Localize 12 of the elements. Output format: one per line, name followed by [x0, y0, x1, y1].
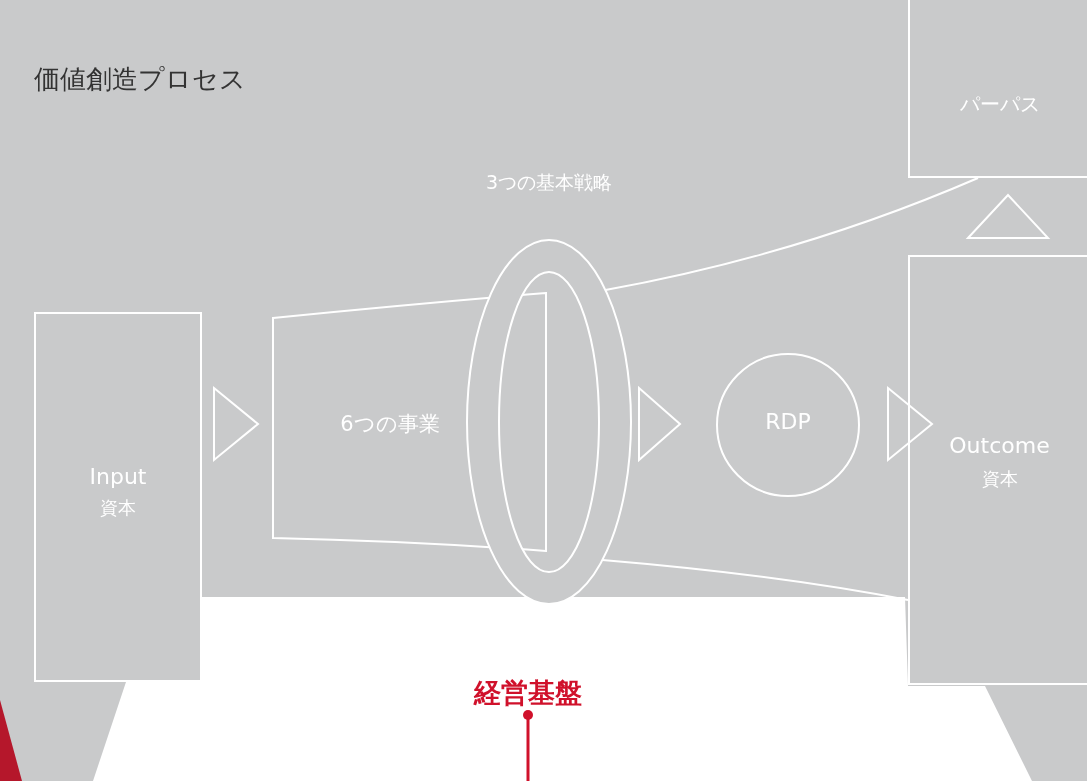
funnel-line [601, 559, 909, 601]
diagram-title: 価値創造プロセス [34, 63, 246, 96]
outcome-box [908, 255, 1087, 685]
input-box [34, 312, 202, 682]
chevron-arrow [887, 385, 934, 463]
chevron-arrow [638, 385, 682, 463]
chevron-arrow [965, 193, 1051, 239]
purpose-box [908, 0, 1087, 178]
funnel-line [604, 177, 979, 291]
leader-line [523, 710, 533, 781]
chevron-arrow [213, 385, 260, 463]
foundation-heading: 経営基盤 [472, 676, 583, 710]
